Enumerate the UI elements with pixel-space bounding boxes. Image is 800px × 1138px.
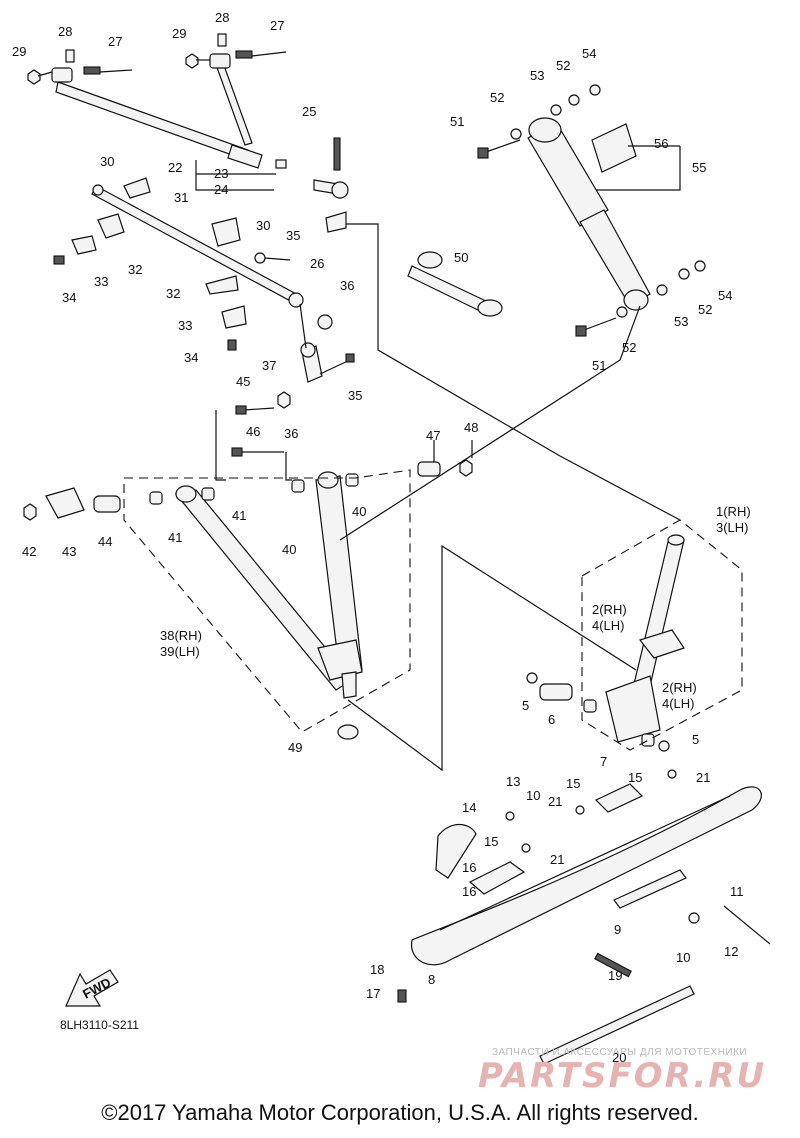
- callout-13: 13: [506, 774, 520, 789]
- callout-53: 53: [530, 68, 544, 83]
- callout-15: 15: [566, 776, 580, 791]
- relay-rod-assembly: [53, 177, 355, 409]
- callout-55: 55: [692, 160, 706, 175]
- callout-12: 12: [724, 944, 738, 959]
- callout-23: 23: [214, 166, 228, 181]
- callout-21: 21: [696, 770, 710, 785]
- spindle: [526, 534, 685, 752]
- callout-41: 41: [232, 508, 246, 523]
- callout-29: 29: [12, 44, 26, 59]
- callout-3-lh: 3(LH): [716, 520, 749, 535]
- connector-lines: [195, 145, 681, 772]
- grease-gun: [407, 251, 503, 317]
- fwd-label: FWD: [80, 975, 113, 1002]
- callout-29: 29: [172, 26, 186, 41]
- copyright-notice: ©2017 Yamaha Motor Corporation, U.S.A. A…: [101, 1100, 699, 1125]
- callout-5: 5: [692, 732, 699, 747]
- callout-52: 52: [490, 90, 504, 105]
- callout-42: 42: [22, 544, 36, 559]
- callout-33: 33: [178, 318, 192, 333]
- callout-46: 46: [246, 424, 260, 439]
- callout-4-lh: 4(LH): [662, 696, 695, 711]
- callout-35: 35: [348, 388, 362, 403]
- callout-22: 22: [168, 160, 182, 175]
- callout-21: 21: [550, 852, 564, 867]
- callout-34: 34: [184, 350, 198, 365]
- callout-30: 30: [256, 218, 270, 233]
- callout-4-lh: 4(LH): [592, 618, 625, 633]
- callout-52: 52: [622, 340, 636, 355]
- tie-rod-assembly: [27, 33, 349, 233]
- diagram-code: 8LH3110-S211: [60, 1018, 139, 1032]
- callout-38-rh: 38(RH): [160, 628, 202, 643]
- callout-17: 17: [366, 986, 380, 1001]
- callout-40: 40: [352, 504, 366, 519]
- callout-54: 54: [582, 46, 596, 61]
- callout-52: 52: [556, 58, 570, 73]
- callout-33: 33: [94, 274, 108, 289]
- callout-30: 30: [100, 154, 114, 169]
- callout-10: 10: [526, 788, 540, 803]
- callout-28: 28: [215, 10, 229, 25]
- callout-14: 14: [462, 800, 476, 815]
- callout-48: 48: [464, 420, 478, 435]
- callout-21: 21: [548, 794, 562, 809]
- callout-37: 37: [262, 358, 276, 373]
- fwd-arrow-icon: FWD: [65, 969, 119, 1007]
- callout-39-lh: 39(LH): [160, 644, 200, 659]
- callout-41: 41: [168, 530, 182, 545]
- callout-18: 18: [370, 962, 384, 977]
- callout-8: 8: [428, 972, 435, 987]
- callout-26: 26: [310, 256, 324, 271]
- callout-35: 35: [286, 228, 300, 243]
- a-arm: [23, 405, 473, 740]
- ski: [397, 769, 771, 1065]
- callout-47: 47: [426, 428, 440, 443]
- callout-54: 54: [718, 288, 732, 303]
- callout-11: 11: [730, 884, 744, 899]
- callout-9: 9: [614, 922, 621, 937]
- callout-24: 24: [214, 182, 228, 197]
- callout-53: 53: [674, 314, 688, 329]
- callout-50: 50: [454, 250, 468, 265]
- callout-2-rh: 2(RH): [662, 680, 697, 695]
- callout-15: 15: [628, 770, 642, 785]
- callout-labels: 29 28 27 29 28 27 25 22 23 24 26 30 31 3…: [12, 10, 751, 1065]
- callout-28: 28: [58, 24, 72, 39]
- watermark-logo: PARTSFOR.RU: [478, 1056, 767, 1096]
- callout-19: 19: [608, 968, 622, 983]
- callout-44: 44: [98, 534, 112, 549]
- callout-51: 51: [592, 358, 606, 373]
- callout-15: 15: [484, 834, 498, 849]
- callout-56: 56: [654, 136, 668, 151]
- callout-7: 7: [600, 754, 607, 769]
- callout-27: 27: [108, 34, 122, 49]
- callout-36: 36: [284, 426, 298, 441]
- callout-16: 16: [462, 884, 476, 899]
- callout-43: 43: [62, 544, 76, 559]
- callout-31: 31: [174, 190, 188, 205]
- callout-36: 36: [340, 278, 354, 293]
- callout-6: 6: [548, 712, 555, 727]
- callout-20: 20: [612, 1050, 626, 1065]
- callout-10: 10: [676, 950, 690, 965]
- callout-1-rh: 1(RH): [716, 504, 751, 519]
- callout-32: 32: [128, 262, 142, 277]
- watermark-text: ЗАПЧАСТИ И АКСЕССУАРЫ ДЛЯ МОТОТЕХНИКИ: [492, 1047, 748, 1058]
- callout-51: 51: [450, 114, 464, 129]
- shock-absorber: [477, 84, 706, 337]
- callout-49: 49: [288, 740, 302, 755]
- callout-34: 34: [62, 290, 76, 305]
- callout-25: 25: [302, 104, 316, 119]
- callout-27: 27: [270, 18, 284, 33]
- callout-5: 5: [522, 698, 529, 713]
- callout-16: 16: [462, 860, 476, 875]
- callout-45: 45: [236, 374, 250, 389]
- callout-2-rh: 2(RH): [592, 602, 627, 617]
- group-boxes: [123, 469, 743, 751]
- callout-32: 32: [166, 286, 180, 301]
- callout-40: 40: [282, 542, 296, 557]
- callout-52: 52: [698, 302, 712, 317]
